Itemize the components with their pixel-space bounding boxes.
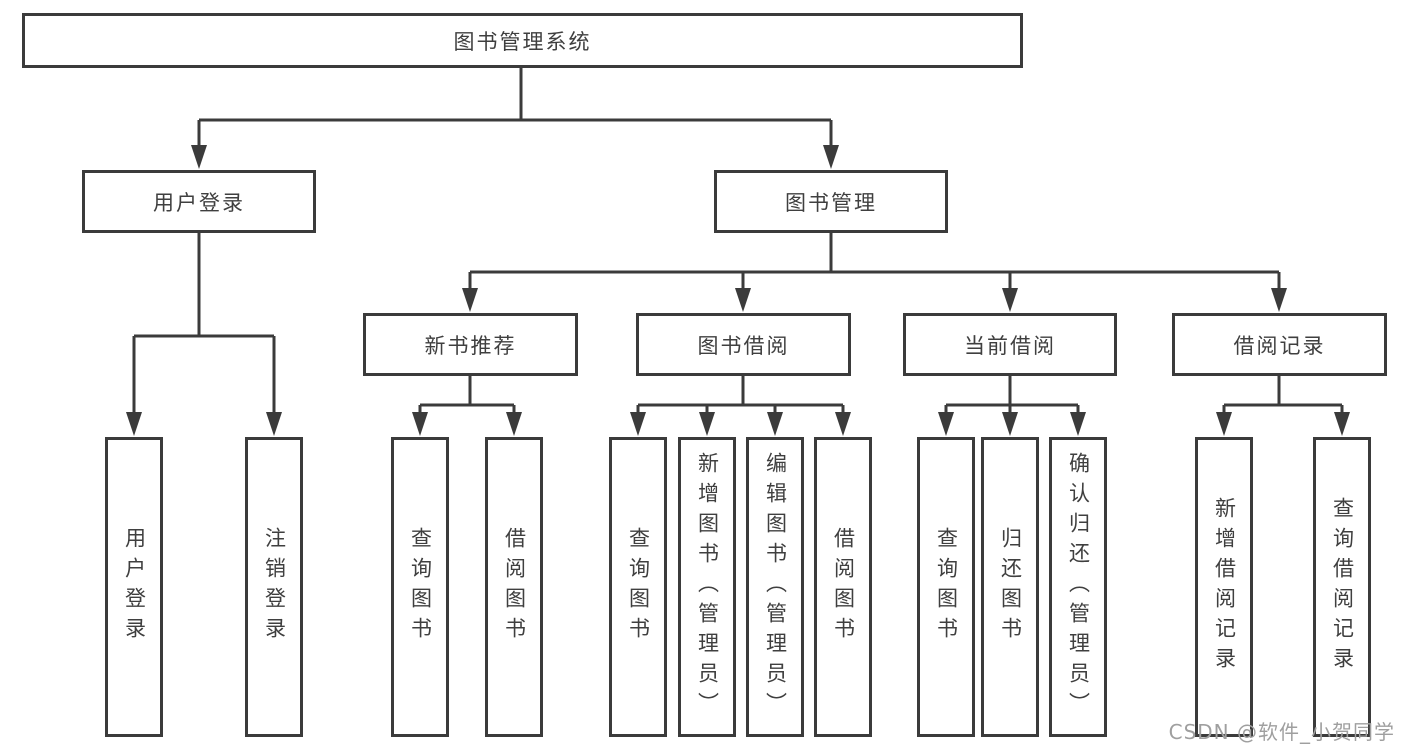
node-cb-query-books: 查询图书 xyxy=(917,437,975,737)
node-bb-query-books: 查询图书 xyxy=(609,437,667,737)
node-br-add-record-label: 新增借阅记录 xyxy=(1212,497,1237,677)
node-br-add-record: 新增借阅记录 xyxy=(1195,437,1253,737)
node-new-book-recommendation: 新书推荐 xyxy=(363,313,578,376)
node-current-borrowing: 当前借阅 xyxy=(903,313,1117,376)
node-bb-borrow-books-label: 借阅图书 xyxy=(831,527,856,647)
node-cb-confirm-return-admin: 确认归还（管理员） xyxy=(1049,437,1107,737)
csdn-watermark: CSDN @软件_小贺同学 xyxy=(1168,720,1395,744)
node-logout-login-label: 注销登录 xyxy=(262,527,287,647)
connector-book-management-branch xyxy=(462,233,1287,312)
connector-current-borrowing-branch xyxy=(938,376,1086,436)
node-cb-return-books-label: 归还图书 xyxy=(998,527,1023,647)
connector-root-to-level2 xyxy=(191,68,839,169)
node-br-query-record: 查询借阅记录 xyxy=(1313,437,1371,737)
node-nb-query-books: 查询图书 xyxy=(391,437,449,737)
node-user-login-action-label: 用户登录 xyxy=(122,527,147,647)
node-logout-login: 注销登录 xyxy=(245,437,303,737)
node-book-borrowing-label: 图书借阅 xyxy=(697,333,790,358)
node-nb-query-books-label: 查询图书 xyxy=(408,527,433,647)
node-bb-borrow-books: 借阅图书 xyxy=(814,437,872,737)
node-library-management-system-label: 图书管理系统 xyxy=(453,29,592,54)
connector-user-login-branch xyxy=(126,233,282,436)
node-cb-confirm-return-admin-label: 确认归还（管理员） xyxy=(1066,452,1091,722)
node-cb-query-books-label: 查询图书 xyxy=(934,527,959,647)
node-user-login-action: 用户登录 xyxy=(105,437,163,737)
node-book-borrowing: 图书借阅 xyxy=(636,313,851,376)
node-book-management: 图书管理 xyxy=(714,170,948,233)
node-user-login: 用户登录 xyxy=(82,170,316,233)
node-new-book-recommendation-label: 新书推荐 xyxy=(424,333,517,358)
node-nb-borrow-books: 借阅图书 xyxy=(485,437,543,737)
node-borrowing-records-label: 借阅记录 xyxy=(1233,333,1326,358)
node-br-query-record-label: 查询借阅记录 xyxy=(1330,497,1355,677)
node-bb-add-books-admin-label: 新增图书（管理员） xyxy=(695,452,720,722)
connector-book-borrowing-branch xyxy=(630,376,851,436)
node-borrowing-records: 借阅记录 xyxy=(1172,313,1387,376)
node-book-management-label: 图书管理 xyxy=(785,190,877,215)
node-bb-edit-books-admin-label: 编辑图书（管理员） xyxy=(763,452,788,722)
node-cb-return-books: 归还图书 xyxy=(981,437,1039,737)
node-library-management-system: 图书管理系统 xyxy=(22,13,1023,68)
connector-new-book-branch xyxy=(412,376,522,436)
node-nb-borrow-books-label: 借阅图书 xyxy=(502,527,527,647)
node-current-borrowing-label: 当前借阅 xyxy=(964,333,1056,358)
node-bb-query-books-label: 查询图书 xyxy=(626,527,651,647)
node-bb-edit-books-admin: 编辑图书（管理员） xyxy=(746,437,804,737)
connector-borrowing-records-branch xyxy=(1216,376,1350,436)
node-bb-add-books-admin: 新增图书（管理员） xyxy=(678,437,736,737)
node-user-login-label: 用户登录 xyxy=(153,190,245,215)
